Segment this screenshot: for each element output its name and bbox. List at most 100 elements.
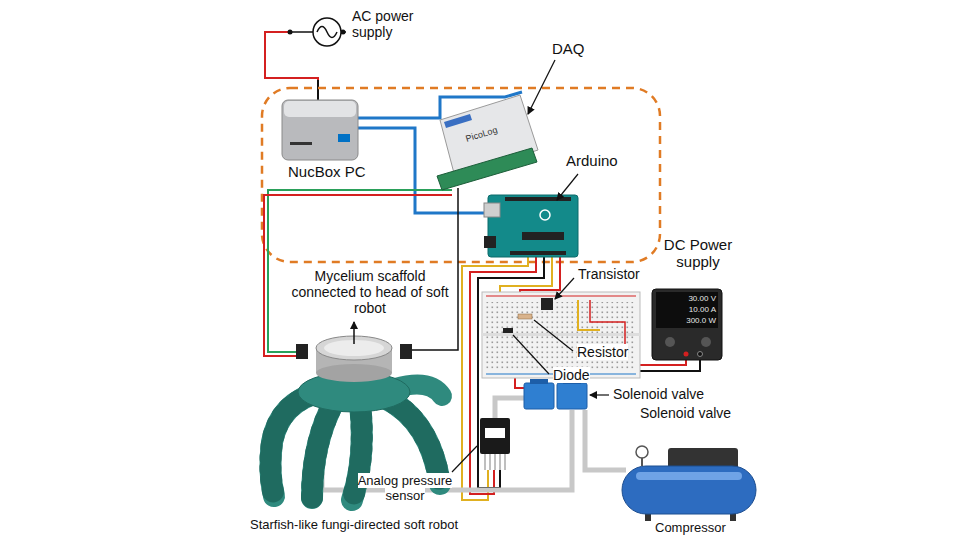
air-tube <box>495 398 524 418</box>
device-label: Arduino <box>566 152 646 169</box>
power-wire <box>640 360 686 365</box>
display-value: 300.0 W <box>658 316 716 325</box>
electrode-clip <box>296 344 308 359</box>
supply-display <box>656 292 718 328</box>
jumper-wire <box>520 256 560 296</box>
sensor-sticker <box>485 428 505 438</box>
pressure-sensor <box>480 418 510 454</box>
supply-terminal <box>684 352 689 357</box>
label-patch: Starfish-like fungi-directed soft robot <box>250 517 458 532</box>
microcontroller-chip <box>522 232 564 240</box>
supply-label: AC power supply <box>352 8 434 40</box>
component-label: Diode <box>553 367 603 383</box>
label-patch: Mycelium scaffold connected to head of s… <box>291 268 448 316</box>
ac-source-symbol <box>313 18 341 46</box>
leader-arrow <box>353 322 355 344</box>
nucbox-pc <box>282 100 358 160</box>
valve-wire <box>515 378 524 388</box>
solenoid-valve <box>524 383 554 409</box>
device-label: Compressor <box>655 521 745 536</box>
supply-knob <box>701 337 711 347</box>
usb-port <box>484 203 500 217</box>
leader-arrow <box>590 394 609 395</box>
terminal-dot <box>288 30 293 35</box>
display-value: 10.00 A <box>658 305 716 314</box>
arm-ribs <box>312 400 335 498</box>
nucbox-top <box>284 101 356 117</box>
transistor-symbol <box>541 298 553 310</box>
tank-highlight <box>636 472 742 480</box>
daq-logo <box>444 114 472 128</box>
arm-ribs <box>385 398 440 484</box>
leader-line <box>534 320 573 351</box>
part-label: Mycelium scaffold connected to head of s… <box>285 268 455 316</box>
label-patch: Arduino <box>566 152 618 169</box>
pressure-gauge <box>636 446 648 458</box>
jumper-wire <box>590 300 625 345</box>
leader-line <box>513 335 549 374</box>
pin-header <box>505 197 571 201</box>
label-patch: Analog pressure sensor <box>358 473 453 503</box>
display-value: 30.00 V <box>658 294 716 303</box>
nucbox-port <box>290 142 312 145</box>
leader-arrow <box>555 278 574 299</box>
label-patch: Solenoid valve <box>613 386 704 402</box>
arduino-board <box>488 195 578 257</box>
supply-knob <box>665 337 675 347</box>
control-region <box>262 88 660 262</box>
sine-symbol <box>317 27 337 38</box>
valve-coil <box>530 379 548 384</box>
leader-line <box>452 446 477 472</box>
ac-wire <box>317 80 319 100</box>
label-patch: NucBox PC <box>288 163 366 180</box>
label-patch: Resistor <box>577 344 628 360</box>
label-patch: DC Power supply <box>664 236 732 270</box>
nucbox-badge <box>338 134 350 142</box>
jumper-wire <box>578 300 600 330</box>
electrode-clip <box>400 344 412 359</box>
label-patch: Compressor <box>655 520 726 535</box>
component-label: Analog pressure sensor <box>350 474 460 504</box>
label-patch: AC power supply <box>352 8 413 40</box>
breadboard <box>482 292 640 378</box>
power-wire <box>640 360 700 371</box>
label-patch: Transistor <box>578 266 640 282</box>
label-patch: Solenoid valve <box>640 405 731 421</box>
power-jack <box>484 236 496 248</box>
label-patch: Diode <box>553 367 590 383</box>
pin-header <box>510 251 566 255</box>
compressor-tank <box>622 466 756 514</box>
diode-symbol <box>503 328 513 333</box>
daq-terminal-strip <box>437 148 537 190</box>
label-patch: DAQ <box>552 40 585 57</box>
solenoid-valve <box>557 383 587 409</box>
dc-power-supply <box>652 289 722 360</box>
mycelium-cap <box>316 364 392 382</box>
electrode-wire <box>268 190 452 352</box>
ac-wire <box>290 31 313 33</box>
figure-caption: Starfish-like fungi-directed soft robot <box>250 518 520 533</box>
device-label: NucBox PC <box>288 163 388 180</box>
device-label: DAQ <box>552 40 602 57</box>
component-label: Resistor <box>577 344 647 360</box>
breadboard-gap <box>482 333 640 336</box>
leader-arrow <box>528 60 555 114</box>
power-rail <box>486 296 636 297</box>
electrode-wire <box>264 195 452 356</box>
air-tube <box>585 410 626 470</box>
robot-arm <box>385 398 440 484</box>
leader-arrow <box>557 174 578 200</box>
resistor-symbol <box>518 314 532 319</box>
supply-label: DC Power supply <box>656 236 740 271</box>
component-label: Solenoid valve <box>640 405 750 421</box>
robot-arm <box>312 400 335 498</box>
arduino-logo <box>540 210 550 220</box>
supply-terminal <box>698 352 703 357</box>
sensor-pins <box>485 454 505 470</box>
component-label: Solenoid valve <box>613 386 723 402</box>
ac-wire <box>265 32 318 100</box>
device-brand: PicoLog <box>464 117 524 144</box>
